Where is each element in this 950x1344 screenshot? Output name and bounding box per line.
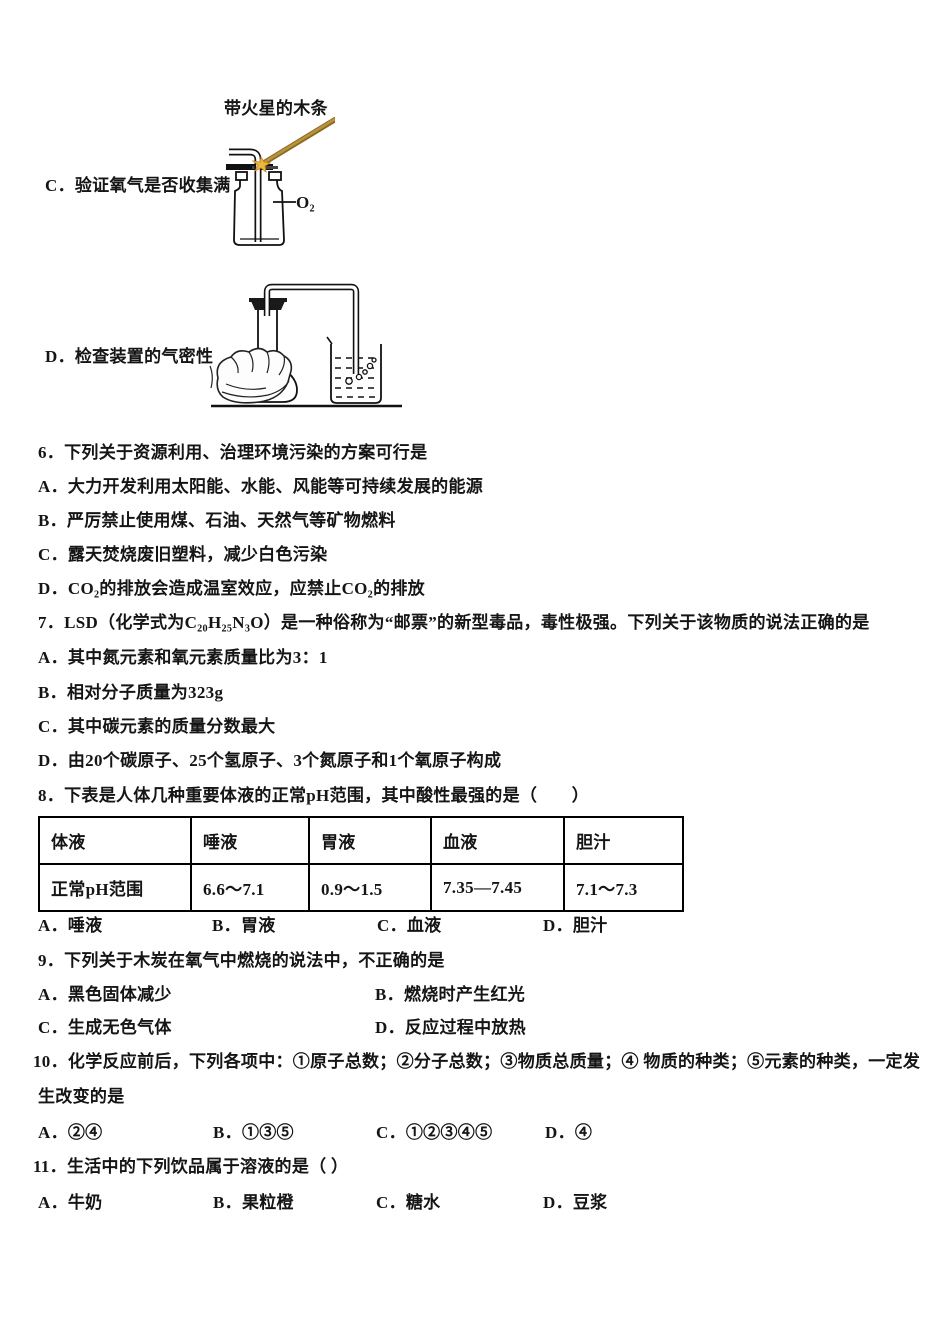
ph-table-header-cell: 胃液 xyxy=(308,816,432,865)
ph-table-value-cell: 7.1～7.3 xyxy=(563,863,684,912)
airtightness-diagram xyxy=(209,283,402,408)
question-8-option-d: D．胆汁 xyxy=(543,916,608,935)
gas-bottle xyxy=(233,171,296,246)
ph-table-value-row: 正常pH范围 6.6～7.1 0.9～1.5 7.35—7.45 7.1～7.3 xyxy=(38,863,684,912)
ph-table-value-cell: 正常pH范围 xyxy=(38,863,192,912)
question-8-option-a: A．唾液 xyxy=(38,916,103,935)
oxygen-test-diagram xyxy=(226,116,335,246)
oxygen-gas-label: O₂ xyxy=(296,193,315,212)
ph-table-header-row: 体液 唾液 胃液 血液 胆汁 xyxy=(38,816,684,865)
question-10-option-a: A．②④ xyxy=(38,1123,103,1142)
question-11-option-b: B．果粒橙 xyxy=(213,1193,294,1212)
question-6-option-a: A．大力开发利用太阳能、水能、风能等可持续发展的能源 xyxy=(38,477,484,496)
delivery-tube xyxy=(263,283,360,374)
hands xyxy=(209,347,293,404)
question-11-option-c: C．糖水 xyxy=(376,1193,441,1212)
option-c-label: C．验证氧气是否收集满 xyxy=(45,176,231,195)
question-10-stem-line2: 生改变的是 xyxy=(38,1087,125,1106)
option-d-label: D．检查装置的气密性 xyxy=(45,347,214,366)
ph-table-header-cell: 胆汁 xyxy=(563,816,684,865)
wooden-splint xyxy=(251,116,335,173)
question-7-option-b: B．相对分子质量为323g xyxy=(38,683,224,702)
question-11-option-a: A．牛奶 xyxy=(38,1193,103,1212)
question-11-option-d: D．豆浆 xyxy=(543,1193,608,1212)
question-7-stem: 7．LSD（化学式为C₂₀H₂₅N₃O）是一种俗称为“邮票”的新型毒品，毒性极强… xyxy=(38,613,870,632)
ph-table: 体液 唾液 胃液 血液 胆汁 正常pH范围 6.6～7.1 0.9～1.5 7.… xyxy=(38,816,684,912)
question-11-stem: 11．生活中的下列饮品属于溶液的是（ ） xyxy=(33,1157,349,1176)
question-9-option-c: C．生成无色气体 xyxy=(38,1018,172,1037)
ph-table-value-cell: 6.6～7.1 xyxy=(190,863,310,912)
delivery-tube xyxy=(229,148,262,242)
question-6-option-c: C．露天焚烧废旧塑料，减少白色污染 xyxy=(38,545,328,564)
question-10-option-d: D．④ xyxy=(545,1123,593,1142)
question-10-stem-line1: 10．化学反应前后，下列各项中：①原子总数；②分子总数；③物质总质量；④ 物质的… xyxy=(33,1052,921,1071)
question-9-option-a: A．黑色固体减少 xyxy=(38,985,172,1004)
question-9-stem: 9．下列关于木炭在氧气中燃烧的说法中，不正确的是 xyxy=(38,951,445,970)
ph-table-header-cell: 体液 xyxy=(38,816,192,865)
ph-table-header-cell: 血液 xyxy=(430,816,565,865)
question-8-stem: 8．下表是人体几种重要体液的正常pH范围，其中酸性最强的是（ ） xyxy=(38,786,590,805)
question-7-option-a: A．其中氮元素和氧元素质量比为3：1 xyxy=(38,648,328,667)
question-6-option-b: B．严厉禁止使用煤、石油、天然气等矿物燃料 xyxy=(38,511,396,530)
splint-label: 带火星的木条 xyxy=(224,99,328,118)
question-10-option-b: B．①③⑤ xyxy=(213,1123,294,1142)
spark-icon xyxy=(251,155,272,173)
question-9-option-d: D．反应过程中放热 xyxy=(375,1018,526,1037)
question-8-option-c: C．血液 xyxy=(377,916,442,935)
glass-plate xyxy=(226,164,278,170)
ph-table-header-cell: 唾液 xyxy=(190,816,310,865)
question-6-stem: 6．下列关于资源利用、治理环境污染的方案可行是 xyxy=(38,443,428,462)
question-7-option-d: D．由20个碳原子、25个氢原子、3个氮原子和1个氧原子构成 xyxy=(38,751,502,770)
question-10-option-c: C．①②③④⑤ xyxy=(376,1123,493,1142)
question-9-option-b: B．燃烧时产生红光 xyxy=(375,985,526,1004)
question-8-option-b: B．胃液 xyxy=(212,916,276,935)
bubbles xyxy=(345,357,377,385)
question-7-option-c: C．其中碳元素的质量分数最大 xyxy=(38,717,276,736)
question-6-option-d: D．CO₂的排放会造成温室效应，应禁止CO₂的排放 xyxy=(38,579,425,598)
ph-table-value-cell: 7.35—7.45 xyxy=(430,863,565,912)
ph-table-value-cell: 0.9～1.5 xyxy=(308,863,432,912)
